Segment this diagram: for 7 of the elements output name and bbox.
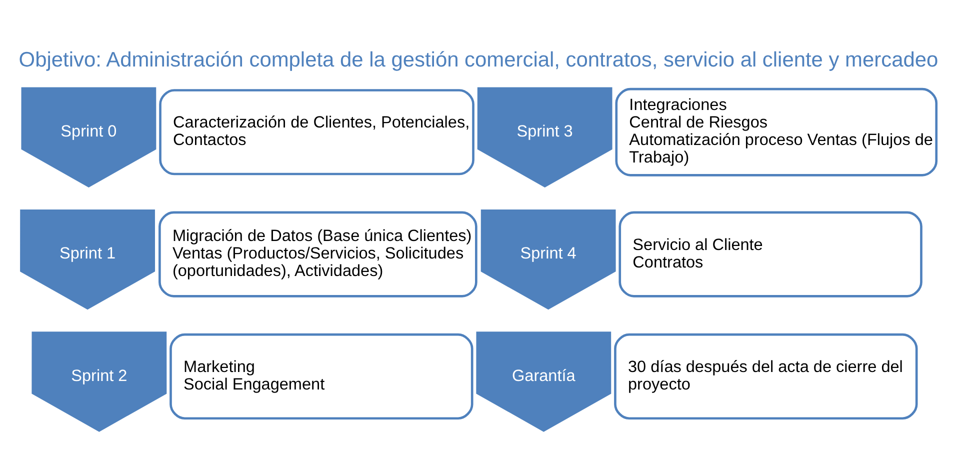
node-box: Caracterización de Clientes, Potenciales, Contactos bbox=[158, 88, 474, 175]
node-box: 30 días después del acta de cierre del proyecto bbox=[614, 332, 918, 420]
diagram-title: Objetivo: Administración completa de la gestión comercial, contratos, servicio al cliente y mercadeo bbox=[18, 48, 938, 71]
node-box: Integraciones Central de Riesgos Automatización proceso Ventas (Flujos de Trabajo) bbox=[614, 87, 938, 176]
node-box: Servicio al Cliente Contratos bbox=[618, 210, 922, 297]
node-box: Migración de Datos (Base única Clientes) Ventas (Productos/Servicios, Solicitudes (oportunidades), Actividades) bbox=[158, 210, 477, 297]
node-box: Marketing Social Engagement bbox=[169, 332, 473, 420]
